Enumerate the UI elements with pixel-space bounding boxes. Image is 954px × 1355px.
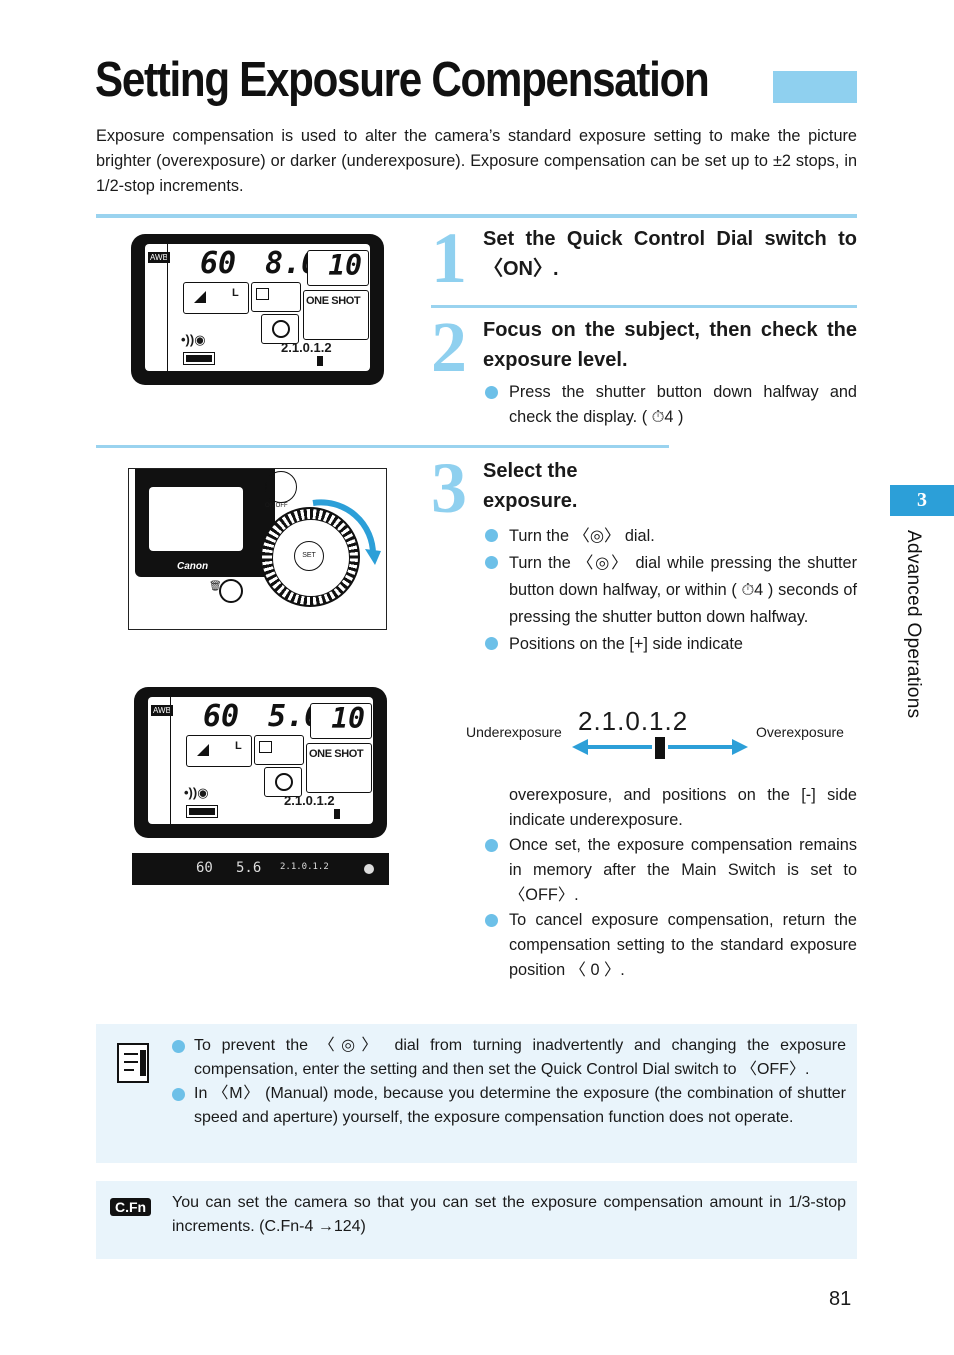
list-item: To cancel exposure compensation, return …	[483, 908, 857, 983]
list-item: Positions on the [+] side indicate	[483, 631, 857, 658]
quality-icon	[197, 744, 209, 756]
lcd-exposure-scale: 2.1.0.1.2	[281, 340, 332, 355]
lcd-shutter: 60	[200, 246, 237, 281]
list-item: To prevent the 〈◎〉 dial from turning ina…	[170, 1034, 846, 1082]
lcd-monitor-frame: Canon	[135, 469, 275, 577]
list-item: Turn the 〈◎〉 dial while pressing the shu…	[483, 550, 857, 631]
note-bullets: To prevent the 〈◎〉 dial from turning ina…	[170, 1034, 846, 1130]
camera-back-illustration: Canon 🗑 ON OFF SET	[128, 468, 387, 630]
af-mode-box: ONE SHOT	[303, 290, 369, 340]
metering-box	[261, 314, 299, 344]
af-mode-label: ONE SHOT	[306, 295, 361, 307]
list-item: Turn the 〈◎〉 dial.	[483, 523, 857, 550]
title-accent-bar	[773, 71, 857, 103]
lcd-count-box: 10	[310, 702, 372, 739]
metering-box	[264, 767, 302, 797]
exposure-scale: 2.1.0.1.2	[578, 706, 689, 736]
battery-icon	[186, 805, 218, 818]
step-1-heading: Set the Quick Control Dial switch to 〈ON…	[483, 228, 857, 280]
intro-paragraph: Exposure compensation is used to alter t…	[96, 127, 857, 195]
step-2-bullets: Press the shutter button down halfway an…	[483, 380, 857, 430]
overexposure-label: Overexposure	[756, 724, 844, 740]
cfn-text: You can set the camera so that you can s…	[172, 1194, 846, 1235]
scale-pointer	[317, 356, 323, 366]
single-frame-icon	[256, 288, 269, 300]
focus-confirm-icon	[364, 864, 374, 874]
step-3-continuation: overexposure, and positions on the [-] s…	[509, 786, 857, 829]
drive-box	[254, 735, 304, 765]
quality-icon	[194, 291, 206, 303]
step-2-number: 2	[431, 307, 467, 387]
awb-indicator: AWB	[151, 705, 173, 716]
step-1-number: 1	[431, 218, 467, 298]
battery-icon	[183, 352, 215, 365]
list-item: Once set, the exposure compensation rema…	[483, 833, 857, 908]
vf-scale: 2.1.0.1.2	[280, 862, 329, 872]
scale-arrows	[572, 737, 748, 759]
lcd-panel-2: AWB 60 5.6 10 L ONE SHOT •))◉ 2.1.0.1.2	[134, 687, 387, 838]
memo-icon	[117, 1043, 149, 1083]
quality-box: L	[186, 735, 252, 767]
af-mode-box: ONE SHOT	[306, 743, 372, 793]
list-item: In 〈M〉 (Manual) mode, because you determ…	[170, 1082, 846, 1130]
awb-indicator: AWB	[148, 252, 170, 263]
scale-pointer	[334, 809, 340, 819]
note-box: To prevent the 〈◎〉 dial from turning ina…	[96, 1024, 857, 1163]
step-3-bullets: Turn the 〈◎〉 dial. Turn the 〈◎〉 dial whi…	[483, 523, 857, 658]
quick-control-switch[interactable]	[265, 471, 297, 503]
trash-icon: 🗑	[209, 581, 222, 592]
drive-box	[251, 282, 301, 312]
lcd-count: 10	[328, 249, 362, 282]
list-item: Press the shutter button down halfway an…	[483, 380, 857, 430]
rotate-arrow-icon	[312, 499, 381, 565]
step-2-heading: Focus on the subject, then check the exp…	[483, 319, 857, 371]
switch-labels: ON OFF	[265, 503, 288, 509]
step-divider	[431, 305, 857, 308]
af-mode-label: ONE SHOT	[309, 748, 364, 760]
lcd-divider	[167, 244, 168, 371]
page-number: 81	[829, 1288, 852, 1310]
lcd-monitor	[149, 487, 243, 551]
lcd-exposure-scale: 2.1.0.1.2	[284, 793, 335, 808]
step-3-bullets-after: Once set, the exposure compensation rema…	[483, 833, 857, 983]
section-divider	[96, 214, 857, 218]
step-divider	[96, 445, 669, 448]
lcd-count-box: 10	[307, 249, 369, 286]
set-button[interactable]: SET	[294, 541, 324, 571]
lcd-shutter: 60	[203, 699, 240, 734]
erase-button[interactable]	[219, 579, 243, 603]
vf-aperture: 5.6	[236, 860, 262, 876]
metering-icon	[275, 773, 293, 791]
step-3-heading: Select the exposure.	[483, 460, 578, 512]
page-title: Setting Exposure Compensation	[95, 53, 710, 107]
quality-label: L	[232, 287, 239, 299]
beep-eye-icon: •))◉	[181, 332, 206, 347]
cfn-box: C.Fn You can set the camera so that you …	[96, 1181, 857, 1259]
quality-box: L	[183, 282, 249, 314]
metering-icon	[272, 320, 290, 338]
chapter-tab: 3	[890, 485, 954, 516]
vf-shutter: 60	[196, 860, 213, 876]
quick-control-dial[interactable]: SET	[260, 507, 360, 607]
chapter-label: Advanced Operations	[903, 530, 924, 719]
lcd-panel-1: AWB 60 8.0 10 L ONE SHOT •))◉ 2.1.0.1.2	[131, 234, 384, 385]
cfn-badge: C.Fn	[110, 1198, 152, 1216]
lcd-divider	[170, 697, 171, 824]
single-frame-icon	[259, 741, 272, 753]
canon-logo: Canon	[177, 561, 209, 572]
step-3-number: 3	[431, 448, 467, 528]
viewfinder-display: 60 5.6 2.1.0.1.2	[132, 853, 389, 885]
underexposure-label: Underexposure	[466, 724, 562, 740]
quality-label: L	[235, 740, 242, 752]
beep-eye-icon: •))◉	[184, 785, 209, 800]
lcd-count: 10	[331, 702, 365, 735]
